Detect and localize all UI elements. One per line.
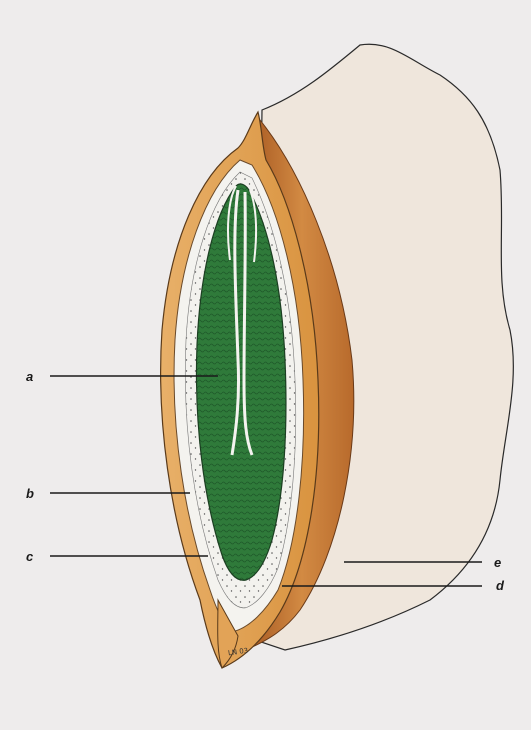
label-b: b — [26, 487, 34, 501]
label-d: d — [496, 579, 504, 593]
label-e: e — [494, 556, 501, 570]
label-a: a — [26, 370, 33, 384]
label-c: c — [26, 550, 33, 564]
